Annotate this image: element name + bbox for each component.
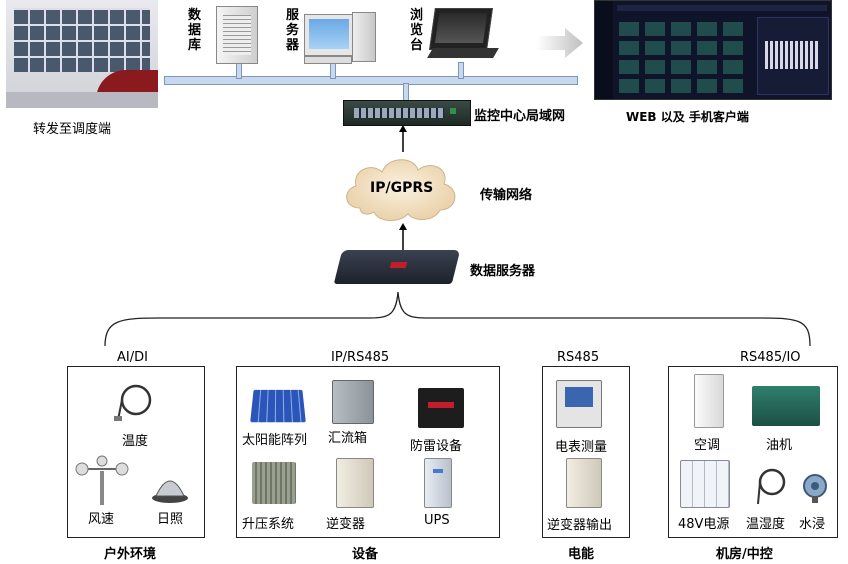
item-water-leak: 水浸 — [799, 517, 826, 532]
humidity-sensor-icon — [757, 468, 786, 505]
web-client-label: WEB 以及 手机客户端 — [626, 110, 749, 124]
ups-icon — [424, 458, 452, 508]
group-box-outdoor — [67, 366, 205, 538]
lan-bus — [164, 76, 578, 85]
item-meter-measurement: 电表测量 — [555, 440, 608, 455]
arrow-up-icon-2 — [399, 223, 407, 252]
item-temperature: 温度 — [122, 434, 149, 449]
group-footer-equipment: 设备 — [352, 547, 379, 562]
cloud-icon — [346, 159, 456, 221]
server-tower-icon — [352, 12, 376, 62]
data-server-label: 数据服务器 — [470, 264, 536, 279]
item-sunshine: 日照 — [157, 512, 184, 527]
item-temperature-humidity: 温湿度 — [746, 517, 786, 532]
irradiance-sensor-icon — [152, 480, 188, 503]
solar-panel-icon — [250, 389, 306, 423]
item-lightning-protection: 防雷设备 — [410, 439, 463, 454]
arrow-right-icon — [537, 28, 583, 58]
water-leak-sensor-icon — [803, 474, 827, 503]
item-48v-power: 48V电源 — [678, 517, 730, 532]
group-header-aidi: AI/DI — [117, 350, 148, 365]
keyboard-icon — [304, 56, 352, 64]
item-diesel-generator: 油机 — [766, 438, 793, 453]
generator-icon — [752, 386, 820, 426]
inverter-icon — [336, 458, 374, 508]
item-boost-system: 升压系统 — [242, 517, 295, 532]
lan-switch-icon — [343, 100, 471, 126]
lan-label: 监控中心局域网 — [474, 109, 566, 124]
temperature-sensor-icon — [114, 384, 152, 421]
item-inverter-output: 逆变器输出 — [547, 518, 613, 533]
transformer-icon — [252, 462, 296, 504]
group-footer-outdoor: 户外环境 — [104, 547, 157, 562]
group-header-iprs485: IP/RS485 — [331, 350, 390, 365]
brace-connector — [104, 291, 811, 347]
group-header-rs485: RS485 — [557, 350, 600, 365]
transport-label: 传输网络 — [480, 188, 533, 203]
air-conditioner-icon — [694, 374, 724, 428]
dispatch-label: 转发至调度端 — [33, 122, 112, 137]
power-meter-icon — [556, 380, 602, 428]
dc-power-cabinet-icon — [680, 460, 730, 508]
anemometer-icon — [75, 455, 129, 505]
server-label: 服务器 — [286, 8, 300, 53]
data-server-icon — [333, 250, 461, 284]
bus-drop-browser — [458, 62, 464, 79]
item-wind-speed: 风速 — [88, 512, 115, 527]
server-monitor-icon — [304, 14, 354, 56]
control-room-photo — [6, 0, 158, 108]
group-header-rs485io: RS485/IO — [740, 350, 801, 365]
item-inverter: 逆变器 — [326, 517, 366, 532]
item-solar-array: 太阳能阵列 — [242, 433, 308, 448]
arrow-up-icon — [399, 125, 407, 152]
bus-drop-db — [236, 62, 242, 79]
group-footer-machine-room: 机房/中控 — [716, 547, 773, 562]
bus-drop-server — [330, 62, 336, 79]
laptop-base-icon — [427, 48, 499, 58]
combiner-box-icon — [332, 380, 374, 424]
group-footer-energy: 电能 — [568, 547, 595, 562]
surge-protector-icon — [418, 388, 464, 428]
item-combiner-box: 汇流箱 — [328, 431, 368, 446]
browser-label: 浏览台 — [410, 8, 424, 53]
laptop-icon — [429, 8, 493, 50]
cloud-text: IP/GPRS — [370, 180, 434, 196]
web-dashboard-screenshot — [594, 0, 832, 100]
item-ups: UPS — [424, 513, 450, 528]
inverter-output-icon — [566, 458, 602, 508]
database-label: 数据库 — [188, 8, 202, 53]
database-icon — [216, 6, 258, 64]
item-air-conditioner: 空调 — [694, 438, 721, 453]
